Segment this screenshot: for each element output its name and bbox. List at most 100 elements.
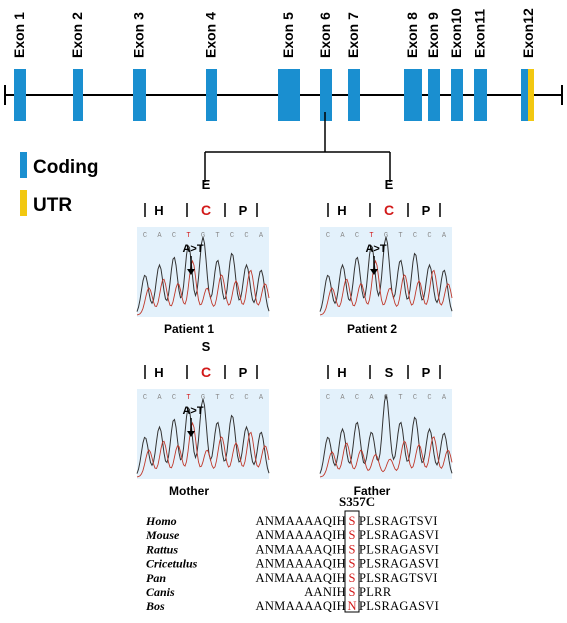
- base-call: A: [442, 232, 447, 240]
- trace-red: [136, 421, 270, 478]
- mutation-annotation: A>T: [182, 405, 203, 417]
- aligned-residue: S: [349, 542, 356, 556]
- legend-utr-label: UTR: [33, 195, 72, 216]
- trace-red: [319, 436, 453, 478]
- aa-letter: P: [239, 203, 248, 218]
- aa-letter: H: [154, 203, 163, 218]
- aa-letter: H: [337, 365, 346, 380]
- utr-box: [528, 69, 534, 121]
- exon-label-7: Exon 7: [345, 12, 361, 58]
- species-label: Cricetulus: [146, 557, 198, 571]
- trace-red: [136, 259, 270, 316]
- exon-label-3: Exon 3: [131, 12, 147, 58]
- base-call: T: [186, 394, 190, 402]
- sequence-prefix: ANMAAAAQIH: [256, 528, 347, 542]
- species-label: Pan: [146, 571, 166, 585]
- chromatogram-background: [137, 389, 269, 479]
- aligned-residue: S: [349, 557, 356, 571]
- exon-box-4: [206, 69, 217, 121]
- base-call: C: [230, 232, 234, 240]
- exon-box-1: [14, 69, 26, 121]
- legend-coding-swatch: [20, 152, 27, 178]
- base-call: A: [340, 232, 345, 240]
- panel-label: Patient 2: [347, 322, 397, 336]
- sequence-prefix: ANMAAAAQIH: [256, 557, 347, 571]
- mutant-residue: C: [201, 202, 211, 218]
- base-call: G: [384, 232, 388, 240]
- base-call: C: [413, 232, 417, 240]
- base-call: C: [244, 394, 248, 402]
- panel-label: Mother: [169, 484, 209, 498]
- annotation-arrowhead: [187, 269, 195, 275]
- exon-box-8: [404, 69, 422, 121]
- base-call: C: [244, 232, 248, 240]
- trace-dark: [319, 394, 453, 474]
- base-call: C: [427, 232, 431, 240]
- base-call: C: [326, 232, 330, 240]
- mutant-residue: C: [384, 202, 394, 218]
- sequence-suffix: PLSRAGTSVI: [359, 514, 438, 528]
- sequence-prefix: ANMAAAAQIH: [256, 514, 347, 528]
- exon-label-11: Exon11: [472, 9, 488, 58]
- base-call: G: [384, 394, 388, 402]
- exon6-connector: [204, 112, 391, 182]
- base-call: G: [201, 232, 205, 240]
- species-label: Mouse: [145, 528, 180, 542]
- legend-coding-label: Coding: [33, 157, 98, 178]
- mutation-annotation: A>T: [365, 243, 386, 255]
- base-call: T: [186, 232, 190, 240]
- exon-label-9: Exon 9: [425, 12, 441, 58]
- trace-dark: [136, 398, 270, 474]
- exon-label-1: Exon 1: [11, 12, 27, 58]
- aa-letter: P: [422, 365, 431, 380]
- sequence-suffix: PLSRAGASVI: [359, 528, 439, 542]
- sequence-prefix: AANIH: [304, 585, 346, 599]
- exon-label-5: Exon 5: [280, 12, 296, 58]
- sequence-suffix: PLSRAGASVI: [359, 542, 439, 556]
- panel-label: Patient 1: [164, 322, 214, 336]
- aligned-residue: S: [349, 585, 356, 599]
- aa-letter: P: [239, 365, 248, 380]
- chromatogram-background: [320, 389, 452, 479]
- aligned-residue: S: [349, 571, 356, 585]
- aa-letter: S: [385, 365, 394, 380]
- base-call: C: [355, 232, 359, 240]
- exon-box-2: [73, 69, 83, 121]
- base-call: G: [201, 394, 205, 402]
- sequence-suffix: PLSRAGTSVI: [359, 571, 438, 585]
- species-label: Homo: [145, 514, 177, 528]
- base-call: A: [157, 232, 162, 240]
- base-call: C: [143, 232, 147, 240]
- sequence-suffix: PLSRAGASVI: [359, 599, 439, 613]
- base-call: T: [215, 394, 219, 402]
- wildtype-residue: E: [385, 177, 394, 192]
- exon-box-6: [320, 69, 332, 121]
- exon-box-7: [348, 69, 360, 121]
- conserved-residue-box: [344, 510, 360, 613]
- trace-dark: [319, 236, 453, 312]
- aa-letter: H: [154, 365, 163, 380]
- base-call: A: [340, 394, 345, 402]
- legend-utr-swatch: [20, 190, 27, 216]
- mutation-annotation: A>T: [182, 243, 203, 255]
- base-call: C: [326, 394, 330, 402]
- base-call: C: [355, 394, 359, 402]
- exon-box-12: [521, 69, 528, 121]
- base-call: C: [172, 394, 176, 402]
- exon-box-3: [133, 69, 146, 121]
- alignment-title: S357C: [339, 494, 375, 509]
- trace-dark: [136, 236, 270, 312]
- aa-letter: P: [422, 203, 431, 218]
- exon-label-4: Exon 4: [203, 12, 219, 58]
- species-label: Rattus: [145, 542, 178, 556]
- exon-box-10: [451, 69, 463, 121]
- mutant-residue: C: [201, 364, 211, 380]
- sequence-suffix: PLSRAGASVI: [359, 557, 439, 571]
- chromatogram-background: [137, 227, 269, 317]
- base-call: T: [369, 232, 373, 240]
- base-call: T: [398, 232, 402, 240]
- sequence-prefix: ANMAAAAQIH: [256, 599, 347, 613]
